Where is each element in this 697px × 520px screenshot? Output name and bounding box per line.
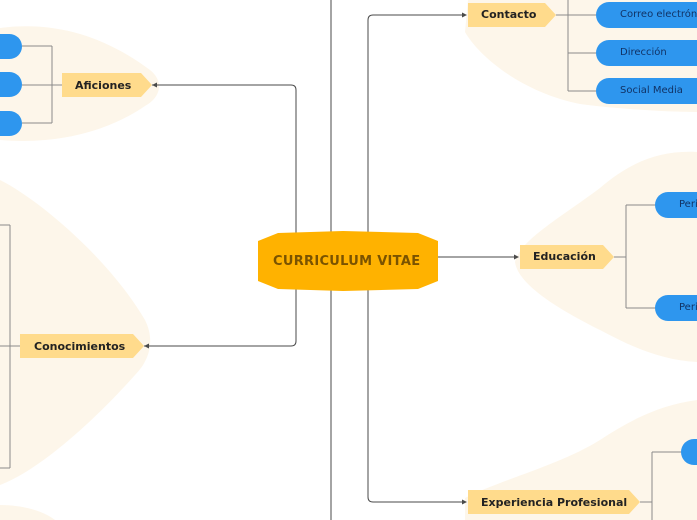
topic-aficiones-label: Aficiones [75, 79, 132, 92]
contacto-subtopic-direccion[interactable] [596, 40, 697, 66]
experiencia-branch-lines [640, 451, 682, 520]
aficiones-subtopic-1[interactable] [0, 34, 22, 59]
topic-educacion-shape[interactable] [520, 245, 614, 269]
contacto-subtopic-social[interactable] [596, 78, 697, 104]
educacion-subtopic-1[interactable] [655, 192, 697, 218]
topic-contacto-shape[interactable] [468, 3, 556, 27]
topic-contacto-label: Contacto [481, 8, 537, 21]
central-node-label: CURRICULUM VITAE [273, 254, 421, 269]
educacion-subtopic-1-label: Peri [679, 199, 697, 210]
conocimientos-branch-lines [0, 224, 20, 469]
conocimientos-group-background [0, 180, 151, 485]
contacto-subtopic-email[interactable] [596, 2, 697, 28]
educacion-subtopic-2[interactable] [655, 295, 697, 321]
arrowhead-educacion [514, 254, 519, 260]
contacto-subtopic-social-label: Social Media [620, 85, 683, 96]
experiencia-subtopic-1[interactable] [681, 439, 697, 465]
connector-contacto [367, 14, 466, 238]
topic-experiencia-shape[interactable] [468, 490, 640, 514]
contacto-subtopic-email-label: Correo electrón [620, 9, 697, 20]
connector-experiencia [367, 288, 466, 503]
contacto-branch-lines [556, 0, 596, 92]
topic-aficiones-shape[interactable] [62, 73, 152, 97]
arrowhead-conocimientos [144, 343, 149, 349]
aficiones-subtopic-2[interactable] [0, 72, 22, 97]
connector-aficiones [152, 84, 297, 245]
educacion-subtopic-2-label: Peri [679, 302, 697, 313]
topic-conocimientos-label: Conocimientos [34, 340, 126, 353]
arrowhead-aficiones [152, 82, 157, 88]
central-node-shape[interactable] [258, 231, 438, 291]
arrowhead-experiencia [462, 499, 467, 505]
aficiones-branch-lines [22, 45, 62, 124]
arrowhead-contacto [462, 12, 467, 18]
topic-educacion-label: Educación [533, 250, 596, 263]
educacion-branch-lines [614, 204, 656, 309]
connector-conocimientos [144, 285, 297, 347]
lower-left-group-background [0, 505, 55, 520]
topic-conocimientos-shape[interactable] [20, 334, 144, 358]
aficiones-subtopic-3[interactable] [0, 111, 22, 136]
topic-experiencia-label: Experiencia Profesional [481, 496, 628, 509]
contacto-subtopic-direccion-label: Dirección [620, 47, 667, 58]
